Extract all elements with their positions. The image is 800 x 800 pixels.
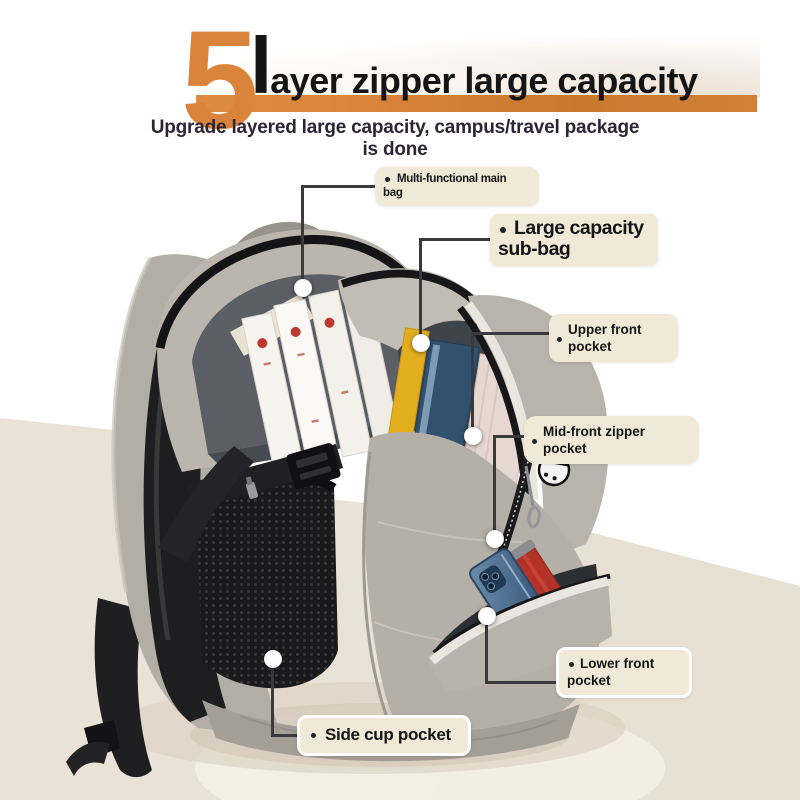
connector-sub-bag-h xyxy=(419,238,492,241)
connector-lower-pocket-h xyxy=(485,681,558,684)
connector-lower-pocket-v xyxy=(485,616,488,684)
bullet-dot xyxy=(385,177,390,182)
page-title: layer zipper large capacity xyxy=(250,21,698,110)
callout-upper-front-pocket: Upper front pocket xyxy=(549,314,678,362)
callout-mid-front-zipper-pocket: Mid-front zipper pocket xyxy=(524,416,699,464)
callout-side-cup-pocket: Side cup pocket xyxy=(297,715,471,756)
callout-label: Upper front xyxy=(568,322,642,337)
anchor-lower-pocket xyxy=(478,607,496,625)
header-photo-blur xyxy=(240,34,760,98)
bullet-dot xyxy=(569,662,574,667)
accent-divider-bar xyxy=(196,95,757,112)
connector-upper-pocket-h xyxy=(471,332,551,335)
callout-label: sub-bag xyxy=(498,238,571,260)
callout-label: pocket xyxy=(543,441,587,456)
connector-mid-pocket-h xyxy=(493,435,526,438)
anchor-side-pocket xyxy=(264,650,282,668)
callout-label: bag xyxy=(383,187,403,199)
callout-label: pocket xyxy=(567,673,611,688)
connector-upper-pocket-v xyxy=(471,332,474,436)
connector-main-bag-v xyxy=(301,185,304,288)
callout-label: Side cup pocket xyxy=(325,725,451,744)
callout-label: Lower front xyxy=(580,656,655,671)
connector-side-pocket-h xyxy=(271,734,299,737)
anchor-mid-pocket xyxy=(486,530,504,548)
connector-sub-bag-v xyxy=(419,238,422,343)
callout-label: Large capacity xyxy=(514,217,644,239)
anchor-upper-pocket xyxy=(464,427,482,445)
bullet-dot xyxy=(557,337,562,342)
backpack xyxy=(66,221,612,778)
callout-main-bag: Multi-functional main bag xyxy=(375,167,539,206)
connector-side-pocket-v xyxy=(271,659,274,737)
feature-number: 5 xyxy=(181,1,259,158)
bullet-dot xyxy=(311,733,316,738)
bullet-dot xyxy=(500,227,506,233)
callout-lower-front-pocket: Lower front pocket xyxy=(556,647,692,698)
bullet-dot xyxy=(532,439,537,444)
callout-sub-bag: Large capacity sub-bag xyxy=(490,214,658,266)
connector-main-bag-h xyxy=(301,185,377,188)
page-subtitle: Upgrade layered large capacity, campus/t… xyxy=(150,117,640,160)
connector-mid-pocket-v xyxy=(493,435,496,539)
anchor-sub-bag xyxy=(412,334,430,352)
callout-label: pocket xyxy=(568,339,612,354)
callout-label: Mid-front zipper xyxy=(543,424,645,439)
callout-label: Multi-functional main xyxy=(397,173,507,185)
anchor-main-bag xyxy=(294,279,312,297)
